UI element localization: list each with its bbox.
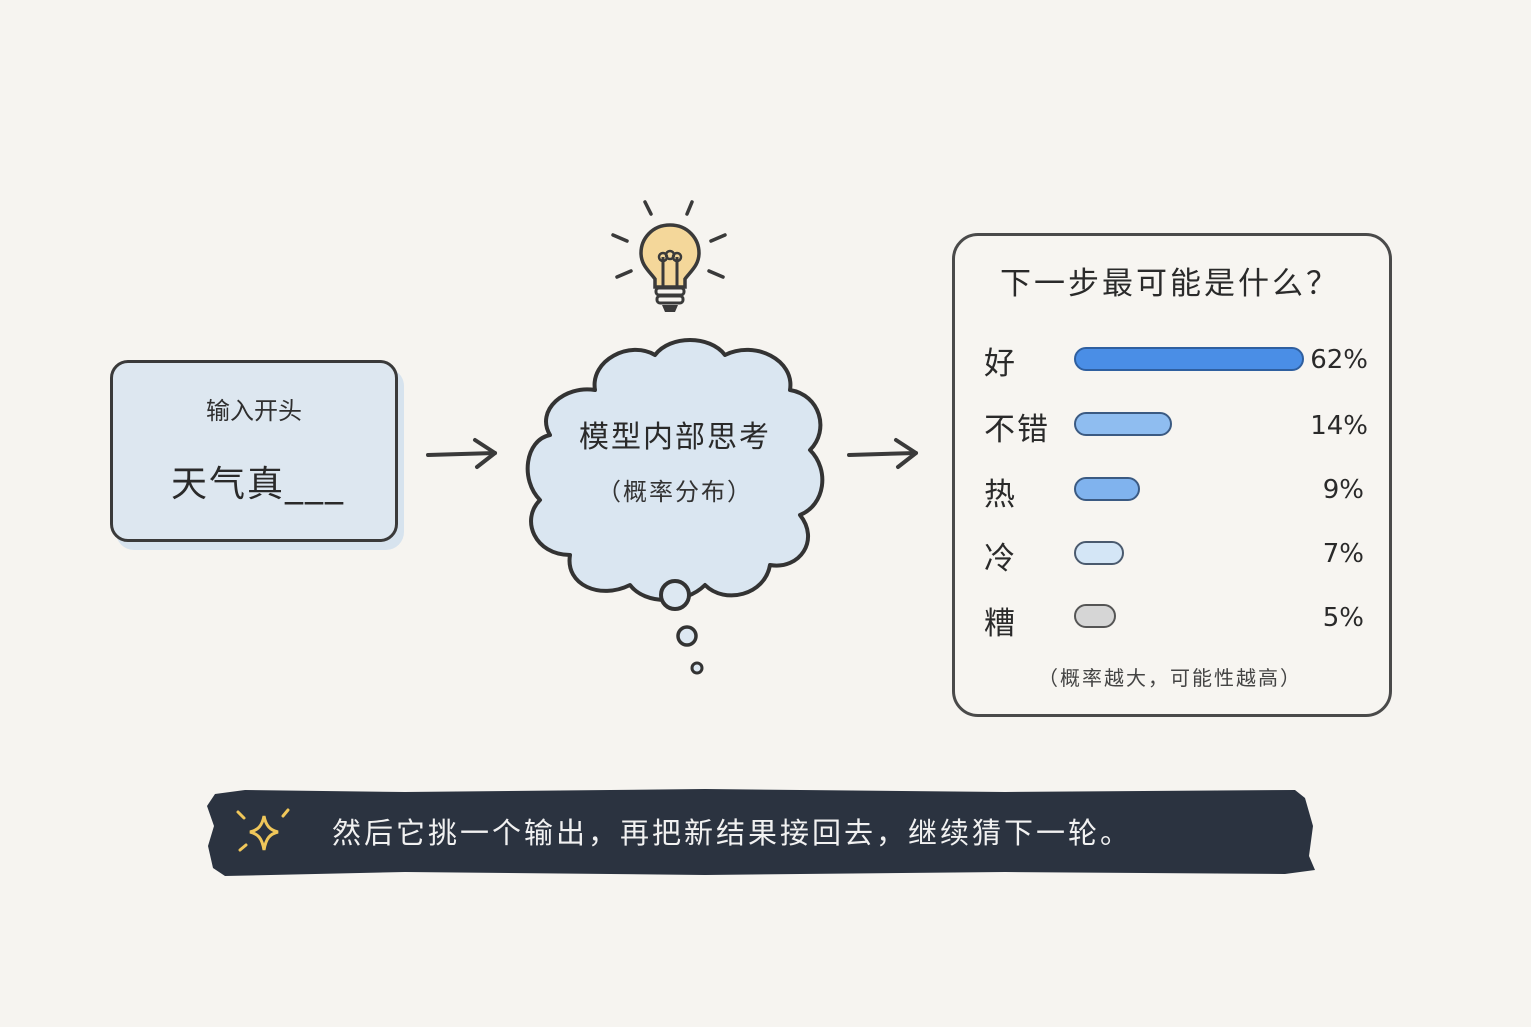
row-percent: 5% [1322, 603, 1364, 633]
row-percent: 9% [1322, 475, 1364, 505]
input-prompt-text: 天气真___ [171, 464, 346, 505]
row-percent: 62% [1310, 345, 1368, 375]
row-label: 热 [984, 477, 1017, 513]
probability-bar [1074, 477, 1140, 501]
card-note: （概率越大，可能性越高） [1038, 666, 1302, 690]
arrow-right-icon [846, 432, 922, 476]
row-label: 好 [984, 346, 1017, 382]
probability-bar [1074, 412, 1172, 436]
probability-bar [1074, 541, 1124, 565]
row-label: 不错 [984, 412, 1050, 448]
input-box: 输入开头 天气真___ [110, 360, 398, 542]
thought-cloud [520, 330, 830, 680]
sparkle-icon [232, 804, 296, 860]
arrow-right-icon [425, 432, 501, 476]
probability-bar [1074, 604, 1116, 628]
probability-bar [1074, 347, 1304, 371]
row-percent: 7% [1322, 539, 1364, 569]
banner-text: 然后它挑一个输出，再把新结果接回去，继续猜下一轮。 [332, 816, 1133, 850]
summary-banner [205, 786, 1317, 878]
input-box-label: 输入开头 [206, 397, 302, 425]
cloud-subtitle: （概率分布） [597, 478, 753, 506]
prediction-card [952, 233, 1392, 717]
cloud-title: 模型内部思考 [579, 420, 771, 455]
row-label: 冷 [984, 541, 1017, 577]
row-percent: 14% [1310, 411, 1368, 441]
lightbulb-icon [605, 195, 735, 320]
card-title: 下一步最可能是什么？ [1000, 266, 1340, 302]
row-label: 糟 [984, 606, 1017, 642]
